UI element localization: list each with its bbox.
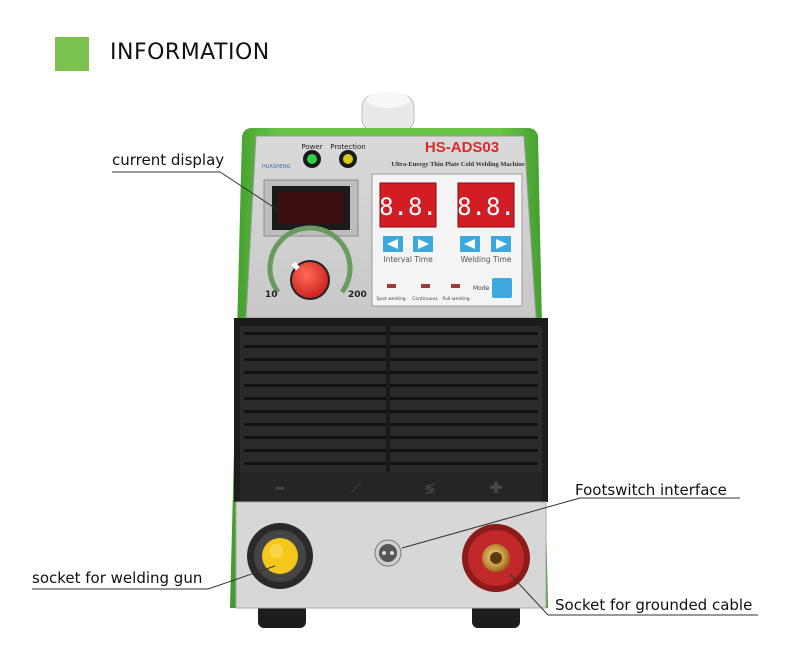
grounded-cable-socket[interactable]: [462, 524, 530, 592]
mode-spot-label: Spot welding: [376, 296, 405, 302]
vent-louvre: [244, 332, 538, 335]
mode-continuous-label: Continuous: [412, 296, 438, 302]
vent-louvre: [244, 436, 538, 439]
vent-louvre: [244, 358, 538, 361]
model-name: HS-ADS03: [425, 139, 499, 156]
welding-time-label: Welding Time: [461, 255, 512, 264]
protection-label: Protection: [330, 143, 365, 151]
mode-button[interactable]: [492, 278, 512, 298]
callout-footswitch-interface: Footswitch interface: [575, 481, 727, 499]
interval-increase-button[interactable]: [413, 236, 433, 252]
svg-text:⟋: ⟋: [351, 480, 361, 496]
welding-decrease-button[interactable]: [460, 236, 480, 252]
protection-indicator: [339, 150, 357, 168]
footswitch-connector[interactable]: [374, 539, 402, 567]
model-subtitle: Ultra-Energy Thin Plate Cold Welding Mac…: [391, 161, 524, 168]
header-accent-square: [55, 37, 89, 71]
welding-gun-socket[interactable]: [247, 523, 313, 589]
svg-text:8.8.: 8.8.: [457, 193, 515, 221]
interval-decrease-button[interactable]: [383, 236, 403, 252]
svg-text:✚: ✚: [489, 480, 502, 497]
vent-louvre: [244, 345, 538, 348]
knob-max-label: 200: [348, 290, 367, 300]
top-handle: [361, 92, 415, 132]
callout-current-display: current display: [112, 151, 225, 169]
knob-min-label: 10: [265, 290, 278, 300]
vent-grille: ━ ⟋ ≶ ✚: [234, 318, 548, 502]
svg-text:≶: ≶: [424, 480, 436, 496]
callout-grounded-cable-socket: Socket for grounded cable: [555, 596, 753, 614]
mode-pull-label: Pull-welding: [442, 296, 469, 302]
vent-louvre: [244, 410, 538, 413]
vent-louvre: [244, 397, 538, 400]
vent-louvre: [244, 384, 538, 387]
current-knob[interactable]: [267, 225, 353, 300]
callout-lines: [32, 171, 758, 616]
welding-increase-button[interactable]: [491, 236, 511, 252]
vent-louvre: [244, 462, 538, 465]
welding-display: 8.8.: [457, 182, 515, 228]
svg-text:8.8.: 8.8.: [379, 193, 437, 221]
vent-louvre: [244, 449, 538, 452]
vent-louvre: [244, 423, 538, 426]
interval-display: 8.8.: [379, 182, 437, 228]
mode-label: Mode: [473, 285, 490, 292]
svg-text:━: ━: [275, 480, 285, 496]
page-title: INFORMATION: [110, 40, 270, 65]
callout-welding-gun-socket: socket for welding gun: [32, 569, 203, 587]
power-label: Power: [301, 143, 322, 151]
brand-label: HUASHENG: [262, 164, 291, 170]
mode-leds: [387, 284, 460, 288]
power-indicator: [303, 150, 321, 168]
interval-time-label: Interval Time: [383, 255, 433, 264]
vent-louvre: [244, 371, 538, 374]
